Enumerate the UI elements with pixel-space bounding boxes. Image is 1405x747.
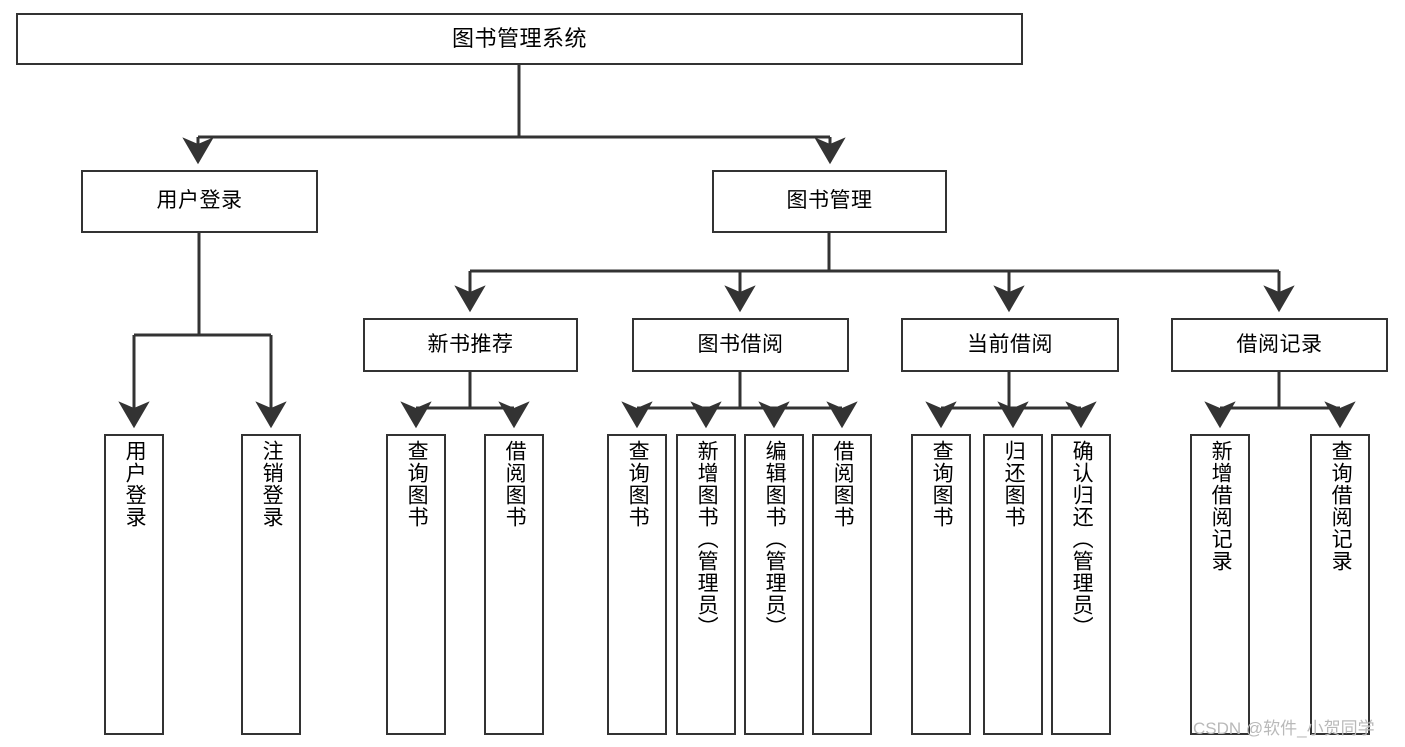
leaf-edit-book-admin-label: 编辑图书（管理员） <box>763 440 787 638</box>
leaf-query-book-current-label: 查询图书 <box>930 440 954 528</box>
node-borrow-record[interactable]: 借阅记录 <box>1171 318 1388 372</box>
leaf-add-book-admin-label: 新增图书（管理员） <box>695 440 719 638</box>
leaf-edit-book-admin[interactable]: 编辑图书（管理员） <box>744 434 804 735</box>
leaf-return-book-label: 归还图书 <box>1002 440 1026 528</box>
node-new-book-recommend-label: 新书推荐 <box>427 332 514 356</box>
leaf-query-book-current[interactable]: 查询图书 <box>911 434 971 735</box>
leaf-borrow-book-recommend[interactable]: 借阅图书 <box>484 434 544 735</box>
leaf-user-login-label: 用户登录 <box>123 440 147 528</box>
node-book-borrow[interactable]: 图书借阅 <box>632 318 849 372</box>
node-current-borrow[interactable]: 当前借阅 <box>901 318 1119 372</box>
node-book-manage-label: 图书管理 <box>786 189 873 213</box>
leaf-query-book-borrow[interactable]: 查询图书 <box>607 434 667 735</box>
leaf-add-book-admin[interactable]: 新增图书（管理员） <box>676 434 736 735</box>
leaf-return-book[interactable]: 归还图书 <box>983 434 1043 735</box>
leaf-add-borrow-record-label: 新增借阅记录 <box>1209 440 1233 572</box>
node-current-borrow-label: 当前借阅 <box>967 332 1053 356</box>
node-new-book-recommend[interactable]: 新书推荐 <box>363 318 578 372</box>
leaf-add-borrow-record[interactable]: 新增借阅记录 <box>1190 434 1250 735</box>
node-book-borrow-label: 图书借阅 <box>697 332 784 356</box>
leaf-query-book-recommend-label: 查询图书 <box>405 440 429 528</box>
leaf-logout-label: 注销登录 <box>260 440 284 528</box>
node-book-manage[interactable]: 图书管理 <box>712 170 947 233</box>
node-user-login[interactable]: 用户登录 <box>81 170 318 233</box>
csdn-watermark: CSDN @软件_小贺同学 <box>1193 719 1375 738</box>
node-user-login-label: 用户登录 <box>156 189 243 213</box>
leaf-logout[interactable]: 注销登录 <box>241 434 301 735</box>
node-borrow-record-label: 借阅记录 <box>1236 332 1323 356</box>
node-root[interactable]: 图书管理系统 <box>16 13 1023 65</box>
leaf-user-login[interactable]: 用户登录 <box>104 434 164 735</box>
leaf-confirm-return-admin-label: 确认归还（管理员） <box>1070 440 1094 638</box>
leaf-query-book-recommend[interactable]: 查询图书 <box>386 434 446 735</box>
leaf-borrow-book[interactable]: 借阅图书 <box>812 434 872 735</box>
leaf-confirm-return-admin[interactable]: 确认归还（管理员） <box>1051 434 1111 735</box>
leaf-borrow-book-recommend-label: 借阅图书 <box>503 440 527 528</box>
leaf-query-book-borrow-label: 查询图书 <box>626 440 650 528</box>
leaf-query-borrow-record[interactable]: 查询借阅记录 <box>1310 434 1370 735</box>
leaf-borrow-book-label: 借阅图书 <box>831 440 855 528</box>
node-root-label: 图书管理系统 <box>451 26 587 52</box>
leaf-query-borrow-record-label: 查询借阅记录 <box>1329 440 1353 572</box>
